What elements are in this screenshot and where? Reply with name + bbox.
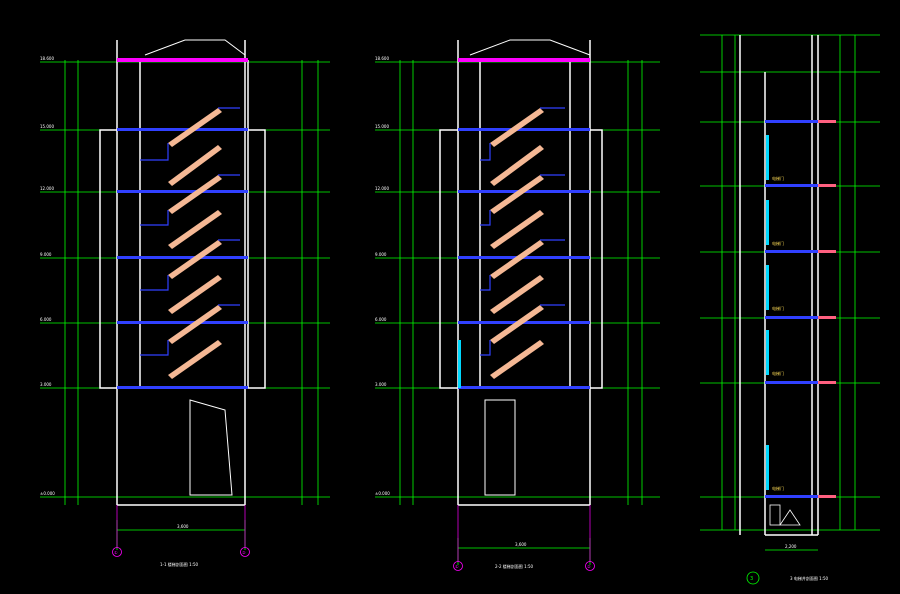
svg-text:3: 3	[750, 576, 753, 582]
svg-text:18.600: 18.600	[40, 56, 54, 61]
left-axis-bubbles: ① ②	[112, 505, 250, 557]
svg-text:15.000: 15.000	[375, 124, 389, 129]
right-bottom-dim: 2,200	[785, 544, 797, 549]
section-right: 电梯门 电梯门 电梯门 电梯门 电梯门 3 2,200 3 电梯井剖面图 1:5…	[700, 34, 880, 585]
middle-level-labels: 18.600 15.000 12.000 9.000 6.000 3.000 ±…	[375, 56, 390, 496]
svg-text:18.600: 18.600	[375, 56, 389, 61]
svg-text:9.000: 9.000	[375, 252, 387, 257]
svg-text:±0.000: ±0.000	[40, 491, 55, 496]
svg-text:②: ②	[242, 550, 246, 555]
section-middle: 18.600 15.000 12.000 9.000 6.000 3.000 ±…	[375, 39, 660, 571]
left-section-title: 1-1 楼梯剖面图 1:50	[160, 561, 199, 567]
right-section-title: 3 电梯井剖面图 1:50	[790, 575, 829, 581]
middle-section-title: 2-2 楼梯剖面图 1:50	[495, 563, 534, 569]
middle-door	[484, 399, 516, 496]
svg-text:①: ①	[114, 550, 118, 555]
svg-text:3.000: 3.000	[375, 382, 387, 387]
svg-text:电梯门: 电梯门	[772, 305, 784, 311]
left-level-labels: 18.600 15.000 12.000 9.000 6.000 3.000 ±…	[40, 56, 55, 496]
svg-text:6.000: 6.000	[375, 317, 387, 322]
svg-text:②: ②	[587, 564, 591, 569]
left-bottom-dim: 3,600	[177, 524, 189, 529]
svg-text:电梯门: 电梯门	[772, 370, 784, 376]
middle-stairs	[490, 108, 544, 379]
right-axis-bubble: 3	[746, 571, 760, 585]
svg-text:电梯门: 电梯门	[772, 175, 784, 181]
svg-text:±0.000: ±0.000	[375, 491, 390, 496]
svg-text:12.000: 12.000	[375, 186, 389, 191]
svg-text:3.000: 3.000	[40, 382, 52, 387]
svg-text:电梯门: 电梯门	[772, 485, 784, 491]
right-pit	[769, 504, 801, 526]
section-left: 18.600 15.000 12.000 9.000 6.000 3.000 ±…	[40, 39, 330, 567]
left-roof	[117, 39, 248, 62]
svg-text:6.000: 6.000	[40, 317, 52, 322]
left-stair-landings	[140, 107, 240, 356]
svg-text:①: ①	[455, 564, 459, 569]
middle-roof	[458, 39, 591, 62]
middle-stair-landings	[480, 107, 565, 356]
left-floor-slabs	[117, 128, 248, 389]
left-stairs	[168, 108, 222, 379]
svg-text:电梯门: 电梯门	[772, 240, 784, 246]
svg-text:9.000: 9.000	[40, 252, 52, 257]
svg-text:15.000: 15.000	[40, 124, 54, 129]
middle-glass-panel	[458, 340, 461, 388]
right-walls	[739, 35, 819, 536]
right-floor-labels: 电梯门 电梯门 电梯门 电梯门 电梯门	[772, 175, 784, 491]
svg-text:12.000: 12.000	[40, 186, 54, 191]
right-floor-slabs	[765, 120, 818, 498]
middle-bottom-dim: 3,600	[515, 542, 527, 547]
right-sill-marks	[818, 120, 836, 498]
right-elevator-doors	[766, 135, 769, 490]
left-door	[189, 399, 233, 496]
middle-axis-bubbles: ① ②	[453, 505, 595, 571]
